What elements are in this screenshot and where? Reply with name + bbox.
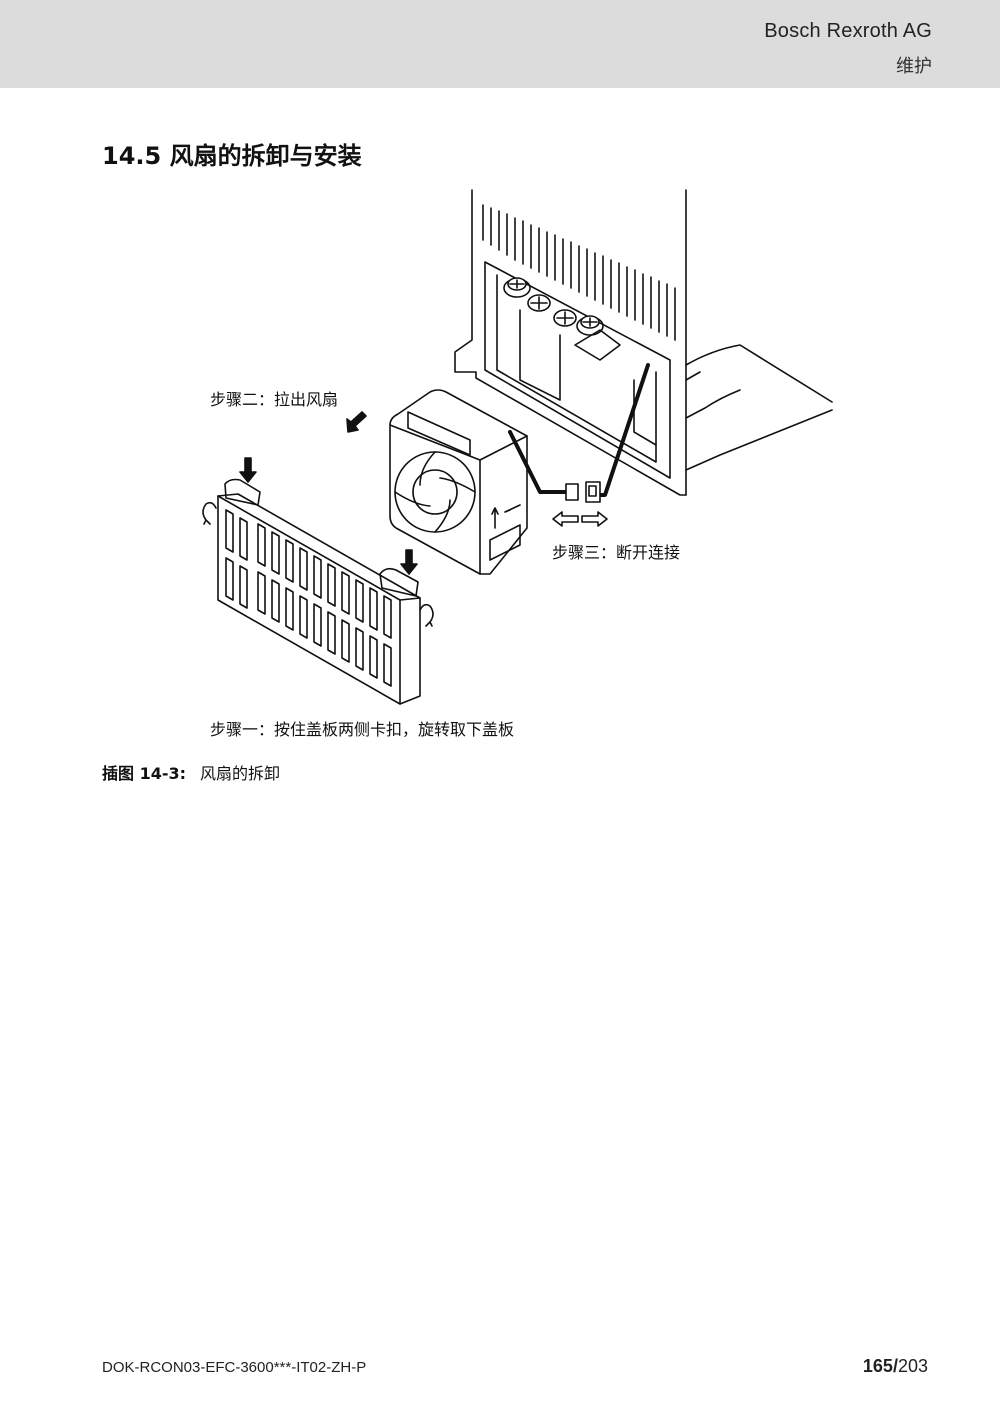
section-title: 14.5 风扇的拆卸与安装 (102, 142, 362, 170)
document-id: DOK-RCON03-EFC-3600***-IT02-ZH-P (102, 1359, 367, 1376)
page-separator: / (892, 1356, 898, 1376)
fan-cable (508, 363, 650, 503)
company-name: Bosch Rexroth AG (764, 20, 932, 42)
caption-text: 风扇的拆卸 (200, 764, 281, 783)
step-one-label: 步骤一：按住盖板两侧卡扣，旋转取下盖板 (210, 720, 515, 739)
press-arrow-right (400, 549, 418, 575)
page-header: Bosch Rexroth AG 维护 (0, 0, 1000, 88)
housing-vents (482, 204, 676, 341)
press-arrow-left (239, 457, 257, 483)
figure-caption: 插图 14-3: 风扇的拆卸 (102, 760, 280, 784)
step-two-label: 步骤二：拉出风扇 (210, 390, 339, 409)
chapter-name: 维护 (896, 56, 932, 77)
fan-removal-illustration (202, 189, 833, 705)
caption-number: 插图 14-3: (102, 764, 187, 783)
drive-housing (454, 189, 833, 496)
fan-unit (389, 389, 528, 575)
page-current: 165 (862, 1356, 893, 1376)
page-number: 165/203 (863, 1356, 928, 1377)
grille-slots (225, 509, 392, 687)
pull-arrow (346, 411, 367, 433)
disconnect-arrows (552, 511, 608, 527)
terminal-screws (503, 277, 604, 336)
step-three-label: 步骤三：断开连接 (552, 543, 681, 562)
cover-grille (202, 478, 434, 705)
page-total: 203 (897, 1356, 928, 1376)
